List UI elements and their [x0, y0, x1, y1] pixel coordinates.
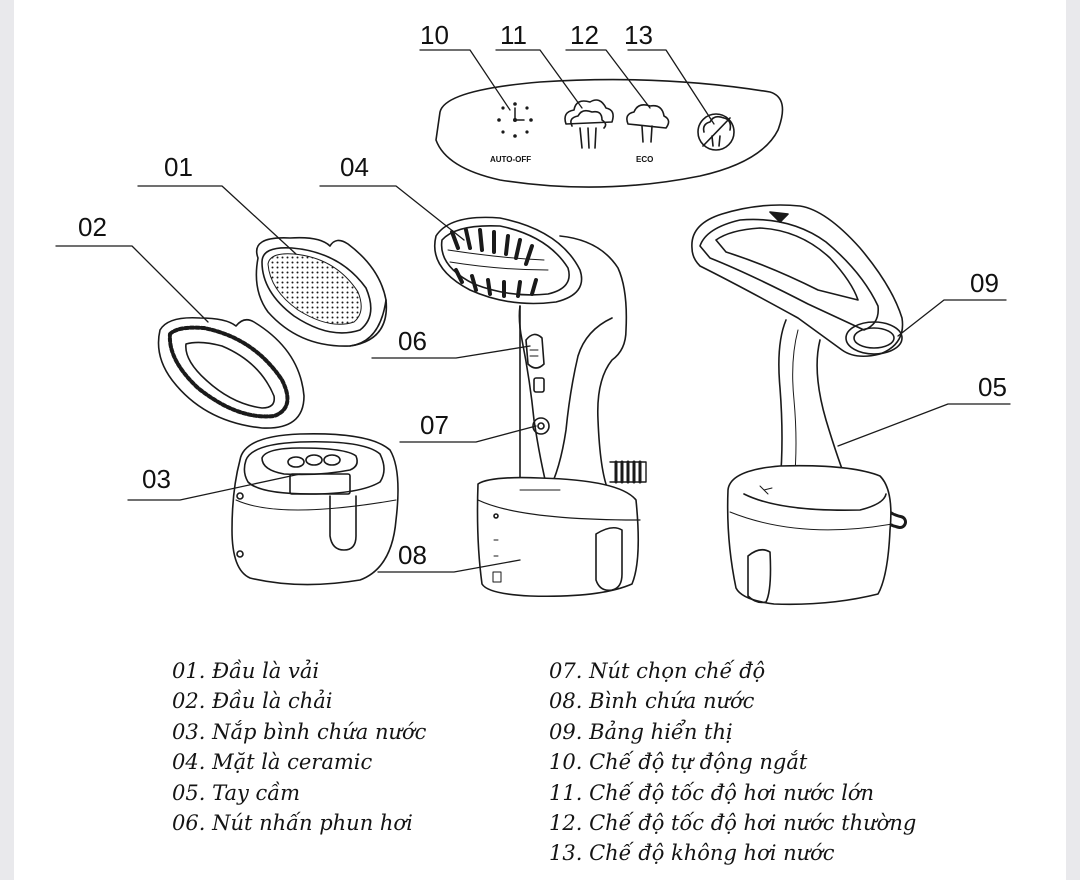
callout-03: 03	[142, 464, 171, 494]
legend-item: 13. Chế độ không hơi nước	[549, 841, 835, 866]
legend-item: 06. Nút nhấn phun hơi	[172, 811, 413, 836]
brush-head-part	[157, 316, 305, 429]
steam-high-icon	[564, 99, 614, 149]
callout-10: 10	[420, 20, 449, 50]
legend-item: 09. Bảng hiển thị	[549, 719, 733, 744]
callout-12: 12	[570, 20, 599, 50]
callout-02: 02	[78, 212, 107, 242]
legend-left-column: 01. Đầu là vải 02. Đầu là chải 03. Nắp b…	[172, 656, 426, 838]
legend-right-column: 07. Nút chọn chế độ 08. Bình chứa nước 0…	[549, 656, 916, 869]
callout-13: 13	[624, 20, 653, 50]
callout-08: 08	[398, 540, 427, 570]
steamer-side-view	[691, 204, 907, 606]
legend-item: 08. Bình chứa nước	[549, 689, 755, 714]
steamer-front-view	[434, 216, 647, 598]
legend-item: 12. Chế độ tốc độ hơi nước thường	[549, 811, 917, 836]
tank-lid-part	[231, 433, 399, 586]
callout-04: 04	[340, 152, 369, 182]
legend-item: 10. Chế độ tự động ngắt	[549, 750, 808, 775]
callout-07: 07	[420, 410, 449, 440]
clock-icon	[497, 102, 533, 138]
legend-item: 05. Tay cầm	[172, 780, 301, 805]
fabric-head-part	[255, 236, 388, 347]
eco-label: ECO	[636, 155, 653, 164]
steamer-diagram: AUTO-OFF ECO	[55, 20, 1011, 606]
steam-eco-icon	[626, 104, 670, 143]
legend-item: 07. Nút chọn chế độ	[549, 659, 766, 683]
leader-lines	[55, 49, 1011, 573]
callout-05: 05	[978, 372, 1007, 402]
callout-numbers: 10 11 12 13 01 02 03 04 05 06 07 08 09	[78, 20, 1007, 570]
legend-item: 01. Đầu là vải	[172, 659, 320, 683]
callout-09: 09	[970, 268, 999, 298]
legend-item: 11. Chế độ tốc độ hơi nước lớn	[549, 780, 875, 805]
no-steam-icon	[697, 113, 735, 151]
control-panel: AUTO-OFF ECO	[435, 78, 784, 188]
callout-06: 06	[398, 326, 427, 356]
legend-item: 02. Đầu là chải	[172, 689, 333, 714]
auto-off-label: AUTO-OFF	[490, 155, 531, 164]
legend-item: 04. Mặt là ceramic	[172, 750, 373, 775]
callout-11: 11	[500, 20, 527, 50]
legend-item: 03. Nắp bình chứa nước	[172, 719, 427, 744]
callout-01: 01	[164, 152, 193, 182]
